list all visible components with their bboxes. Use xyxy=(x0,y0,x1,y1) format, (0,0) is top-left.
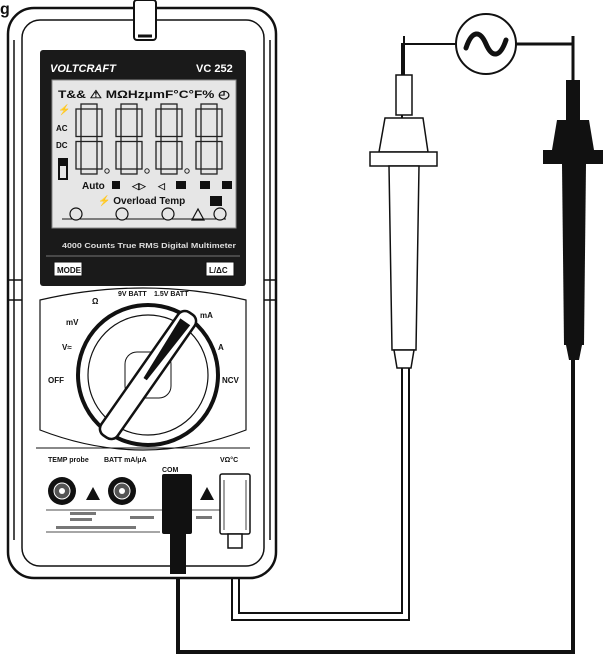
lcd-side-annunciators: ⚡ AC DC xyxy=(56,103,70,180)
lcd-segment xyxy=(200,103,218,110)
lcd-decimal-point xyxy=(144,168,150,174)
hold-button-label: L/ΔC xyxy=(209,266,228,275)
warning-triangle-icon xyxy=(200,487,214,500)
mode-button[interactable] xyxy=(53,261,83,277)
svg-text:⚡: ⚡ xyxy=(58,103,70,116)
lcd-mode-row: Auto xyxy=(82,181,105,192)
lcd-segment xyxy=(176,140,183,170)
lcd-segment xyxy=(200,135,218,143)
tilt-stand-clip xyxy=(133,0,157,41)
lcd-screen xyxy=(51,79,237,229)
ac-source xyxy=(455,13,517,75)
dial-label-ma: mA xyxy=(200,311,213,320)
lcd-segment xyxy=(96,108,103,138)
jack-rating-text xyxy=(46,509,240,533)
multimeter: VOLTCRAFT VC 252 T&& ⚠ MΩHzμmF°C°F% ◴ ⚡ … xyxy=(6,0,278,580)
lcd-lower-row: ⚡ Overload Temp xyxy=(98,194,185,207)
lcd-segment xyxy=(115,140,122,170)
corner-mark: g xyxy=(0,1,10,18)
lcd-digit xyxy=(75,103,110,175)
batt-ma-jack[interactable] xyxy=(108,477,136,505)
temp-jack[interactable] xyxy=(48,477,76,505)
lcd-bargraph-icons xyxy=(62,207,227,221)
lcd-digit-group xyxy=(75,103,223,175)
dial-label-ohm: Ω xyxy=(92,297,99,306)
dial-label-mv: mV xyxy=(66,318,79,327)
dial-label-vac: V≈ xyxy=(62,343,72,352)
brand-label: VOLTCRAFT xyxy=(50,63,117,75)
svg-text:DC: DC xyxy=(56,141,68,150)
lcd-decimal-point xyxy=(104,168,110,174)
lcd-segment xyxy=(120,103,138,110)
black-probe xyxy=(543,36,603,360)
lcd-segment xyxy=(160,168,178,175)
lcd-segment xyxy=(155,140,162,170)
svg-text:◁: ◁ xyxy=(157,181,166,191)
lcd-segment xyxy=(96,140,103,170)
black-lead-wire xyxy=(176,355,575,654)
lcd-segment xyxy=(80,103,98,110)
lcd-segment xyxy=(216,108,223,138)
lcd-segment xyxy=(115,108,122,138)
svg-text:◁▷: ◁▷ xyxy=(131,181,147,191)
front-caption: 4000 Counts True RMS Digital Multimeter xyxy=(62,243,236,250)
lcd-segment xyxy=(80,135,98,143)
lcd-segment xyxy=(136,140,143,170)
com-plug-black xyxy=(162,474,192,574)
dial-label-9v-batt: 9V BATT xyxy=(118,291,147,298)
lcd-segment xyxy=(160,135,178,143)
sine-wave-icon xyxy=(463,31,509,57)
dial-label-ncv: NCV xyxy=(222,376,240,385)
dial-label-a: A xyxy=(218,343,224,352)
lcd-segment xyxy=(200,168,218,175)
mode-button-label: MODE xyxy=(57,266,82,275)
lcd-segment xyxy=(120,168,138,175)
svg-text:AC: AC xyxy=(56,124,68,133)
dial-label-off: OFF xyxy=(48,376,64,385)
white-probe xyxy=(369,36,438,369)
lcd-segment xyxy=(75,140,82,170)
lcd-segment xyxy=(216,140,223,170)
lcd-segment xyxy=(136,108,143,138)
lcd-digit xyxy=(115,103,150,175)
jack-label-com: COM xyxy=(162,467,179,474)
lcd-segment xyxy=(176,108,183,138)
lcd-segment xyxy=(160,103,178,110)
lcd-annunciators-top: T&& ⚠ MΩHzμmF°C°F% ◴ xyxy=(58,89,230,101)
lcd-segment xyxy=(75,108,82,138)
lcd-segment xyxy=(195,108,202,138)
jack-label-temp: TEMP probe xyxy=(48,457,89,464)
lcd-segment xyxy=(155,108,162,138)
lcd-digit xyxy=(195,103,223,175)
dial-pointer xyxy=(98,309,198,441)
dial-label-1v5-batt: 1.5V BATT xyxy=(154,291,189,298)
warning-triangle-icon xyxy=(86,487,100,500)
jack-label-batt: BATT mA/μA xyxy=(104,457,147,464)
lcd-segment xyxy=(195,140,202,170)
white-lead-wire-outer xyxy=(231,365,410,621)
lcd-segment xyxy=(80,168,98,175)
model-label: VC 252 xyxy=(196,63,233,75)
lcd-mode-symbols: ◁▷ ◁ xyxy=(112,181,232,191)
v-plug-white xyxy=(219,473,251,549)
lcd-digit xyxy=(155,103,190,175)
lcd-decimal-point xyxy=(184,168,190,174)
hold-button[interactable] xyxy=(205,261,235,277)
lcd-segment xyxy=(120,135,138,143)
jack-label-v: VΩ°C xyxy=(220,456,238,464)
